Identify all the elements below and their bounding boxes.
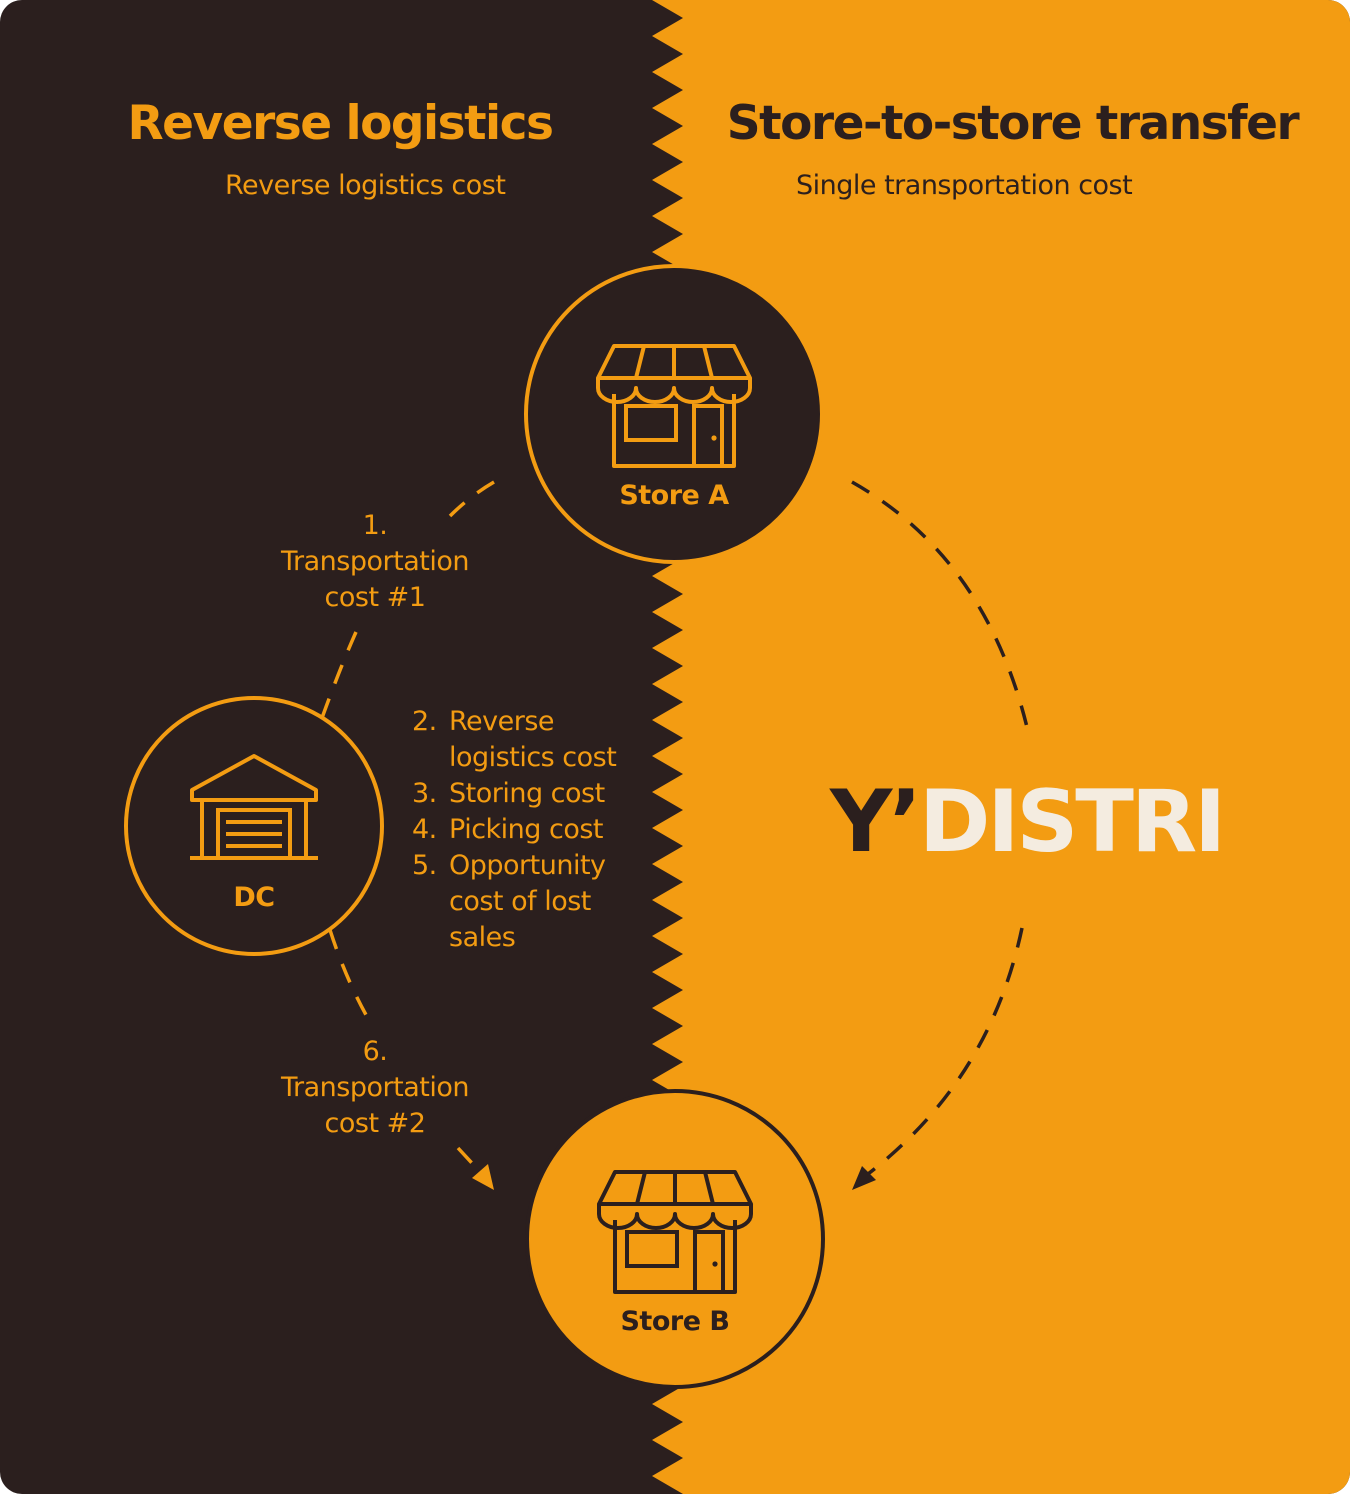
logo-part-2: DISTRI bbox=[918, 772, 1226, 872]
left-panel-subtitle: Reverse logistics cost bbox=[225, 170, 506, 201]
dc-cost-label: Picking cost bbox=[449, 814, 604, 845]
dc-cost-number: 5. bbox=[412, 850, 437, 881]
ydistri-logo: Y’DISTRI bbox=[830, 772, 1226, 872]
logo-part-1: Y’ bbox=[830, 772, 922, 872]
dc-cost-label: Opportunity cost of lost sales bbox=[449, 850, 606, 953]
right-panel-title: Store-to-store transfer bbox=[726, 96, 1300, 151]
dc-cost-item: 2. Reverse logistics cost bbox=[412, 704, 654, 776]
step-1-number: 1. bbox=[362, 510, 388, 541]
dc-cost-number: 2. bbox=[412, 706, 437, 737]
step-1-line2: cost #1 bbox=[324, 582, 426, 613]
store-b-node bbox=[525, 1089, 825, 1389]
right-panel-subtitle: Single transportation cost bbox=[796, 170, 1133, 201]
store-a-node bbox=[524, 264, 824, 564]
dc-cost-list: 2. Reverse logistics cost 3. Storing cos… bbox=[412, 704, 654, 956]
dashed-arrow-store-a-to-dc bbox=[320, 480, 495, 719]
dc-cost-label: Storing cost bbox=[449, 778, 605, 809]
dc-cost-label: Reverse logistics cost bbox=[449, 706, 617, 773]
arrowhead-right bbox=[852, 1166, 876, 1190]
dc-cost-item: 3. Storing cost bbox=[412, 776, 654, 812]
store-b-label: Store B bbox=[620, 1306, 730, 1337]
store-a-label: Store A bbox=[619, 480, 729, 511]
step-6-number: 6. bbox=[362, 1036, 388, 1067]
dc-cost-number: 3. bbox=[412, 778, 437, 809]
step-6-line2: cost #2 bbox=[324, 1108, 426, 1139]
dc-cost-item: 5. Opportunity cost of lost sales bbox=[412, 848, 654, 956]
step-1-line1: Transportation bbox=[281, 546, 469, 577]
dc-cost-number: 4. bbox=[412, 814, 437, 845]
dc-label: DC bbox=[233, 882, 275, 913]
dashed-arrow-store-a-to-store-b bbox=[851, 480, 1032, 1176]
arrowhead-left bbox=[472, 1164, 494, 1190]
dc-node bbox=[124, 696, 384, 956]
dc-cost-item: 4. Picking cost bbox=[412, 812, 654, 848]
step-1-label: 1. Transportation cost #1 bbox=[255, 508, 495, 616]
right-panel-background bbox=[652, 0, 1350, 1494]
step-6-label: 6. Transportation cost #2 bbox=[255, 1034, 495, 1142]
dashed-arrow-dc-to-store-b bbox=[328, 929, 484, 1176]
left-panel-title: Reverse logistics bbox=[127, 96, 554, 151]
step-6-line1: Transportation bbox=[281, 1072, 469, 1103]
